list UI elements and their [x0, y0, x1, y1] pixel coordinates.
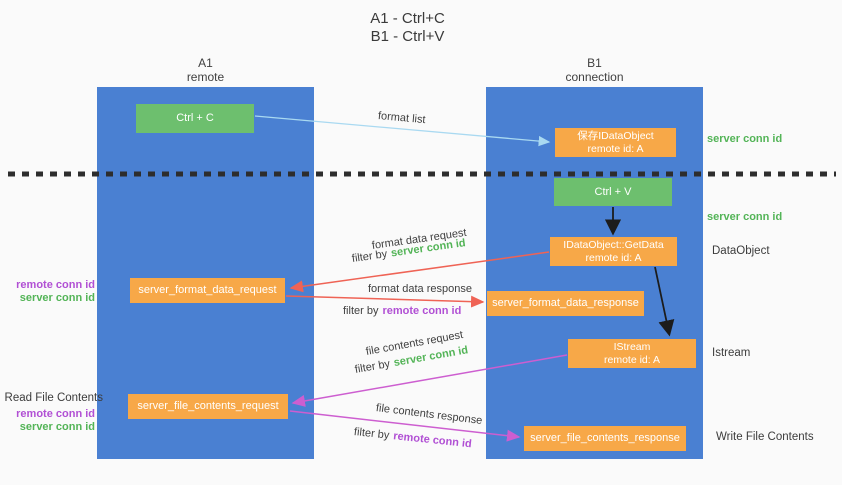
node-idataobject-getdata-line2: remote id: A [585, 251, 642, 264]
node-istream-line1: IStream [613, 340, 651, 353]
annotation-remote-conn-id-1: remote conn id [16, 279, 95, 291]
node-ctrl-c: Ctrl + C [136, 104, 254, 133]
node-server-format-data-request: server_format_data_request [130, 278, 285, 303]
column-a1-role: remote [186, 70, 225, 84]
annotation-read-file-contents: Read File Contents [4, 392, 103, 404]
column-b1-id: B1 [587, 56, 602, 70]
remote-conn-id-text: remote conn id [392, 430, 473, 451]
annotation-remote-conn-id-2: remote conn id [16, 408, 95, 420]
node-server-format-data-request-label: server_format_data_request [138, 284, 277, 296]
node-server-file-contents-response: server_file_contents_response [524, 426, 686, 451]
node-istream-line2: remote id: A [603, 353, 661, 366]
annotation-server-conn-id-mid: server conn id [707, 211, 783, 223]
annotation-server-conn-id-1: server conn id [19, 292, 95, 304]
edge-label-file-contents-response: file contents response [375, 402, 483, 427]
node-idataobject-getdata-line1: IDataObject::GetData [563, 238, 664, 251]
node-server-format-data-response: server_format_data_response [487, 291, 644, 316]
title-line-2: B1 - Ctrl+V [370, 28, 445, 45]
annotation-dataobject: DataObject [712, 245, 770, 257]
diagram-title: A1 - Ctrl+C B1 - Ctrl+V [290, 10, 525, 46]
column-header-a1: A1 remote [97, 56, 314, 84]
annotation-write-file-contents: Write File Contents [716, 431, 814, 443]
node-server-file-contents-response-label: server_file_contents_response [530, 432, 680, 444]
arrow-format-data-response [285, 295, 485, 308]
column-header-b1: B1 connection [486, 56, 703, 84]
filter-by-text: filter by [353, 357, 391, 376]
filter-by-text: filter by [343, 305, 379, 317]
annotation-server-conn-id-2: server conn id [19, 421, 95, 433]
node-server-file-contents-request: server_file_contents_request [128, 394, 288, 419]
filter-by-text: filter by [351, 248, 388, 265]
node-save-dataobject: 保存IDataObject remote id: A [555, 128, 676, 157]
column-b1-role: connection [565, 70, 624, 84]
title-line-1: A1 - Ctrl+C [370, 10, 445, 27]
node-save-dataobject-line2: remote id: A [587, 142, 644, 155]
filter-by-text: filter by [353, 426, 390, 442]
annotation-conn-ids-file: remote conn id server conn id [0, 408, 95, 434]
node-ctrl-v: Ctrl + V [554, 178, 672, 206]
node-save-dataobject-line1: 保存IDataObject [577, 129, 654, 142]
annotation-istream: Istream [712, 347, 751, 359]
node-istream: IStream remote id: A [568, 339, 696, 368]
remote-conn-id-text: remote conn id [382, 305, 462, 317]
node-ctrl-v-label: Ctrl + V [594, 185, 632, 198]
edge-label-format-list: format list [377, 110, 427, 127]
annotation-conn-ids-format: remote conn id server conn id [0, 279, 95, 305]
node-idataobject-getdata: IDataObject::GetData remote id: A [550, 237, 677, 266]
node-ctrl-c-label: Ctrl + C [176, 112, 214, 124]
column-a1-id: A1 [198, 56, 213, 70]
edge-label-format-data-response: format data response [368, 283, 472, 295]
node-server-file-contents-request-label: server_file_contents_request [137, 400, 279, 412]
node-server-format-data-response-label: server_format_data_response [492, 297, 639, 309]
annotation-server-conn-id-top: server conn id [707, 133, 783, 145]
